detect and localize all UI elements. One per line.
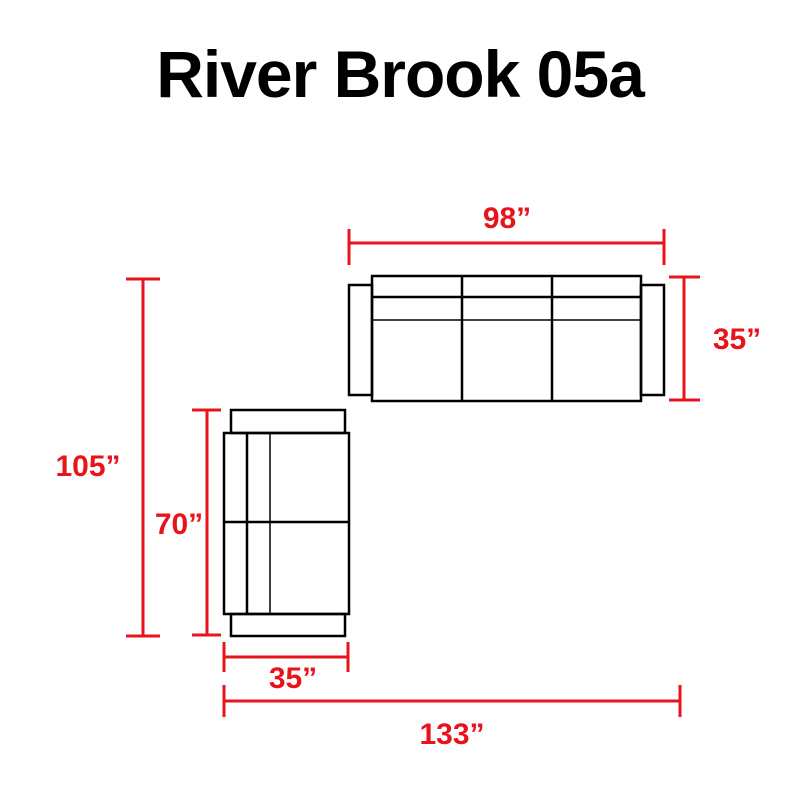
sofa-body: [370, 274, 643, 403]
dimension-line-overall-width: [222, 685, 682, 717]
diagram-title: River Brook 05a: [156, 37, 645, 111]
label-overall-height: 105”: [55, 450, 120, 483]
sectional-top-arm: [229, 408, 347, 435]
sectional-bottom-arm: [229, 612, 347, 638]
sofa: [347, 274, 666, 403]
dimension-line-overall-height: [126, 277, 160, 638]
label-sectional-length: 70”: [155, 508, 203, 541]
label-sofa-width: 98”: [483, 202, 531, 235]
label-overall-width: 133”: [419, 718, 484, 751]
dimension-line-sectional-length: [192, 408, 221, 637]
label-sofa-depth: 35”: [713, 323, 761, 356]
sofa-right-arm: [639, 283, 666, 397]
sectional-body: [222, 431, 351, 616]
sectional: [222, 408, 351, 638]
dimension-line-sofa-width: [347, 229, 666, 265]
sofa-left-arm: [347, 283, 374, 397]
dimension-line-sofa-depth: [669, 275, 700, 402]
dimension-line-sectional-depth: [222, 642, 350, 672]
label-sectional-depth: 35”: [269, 662, 317, 695]
